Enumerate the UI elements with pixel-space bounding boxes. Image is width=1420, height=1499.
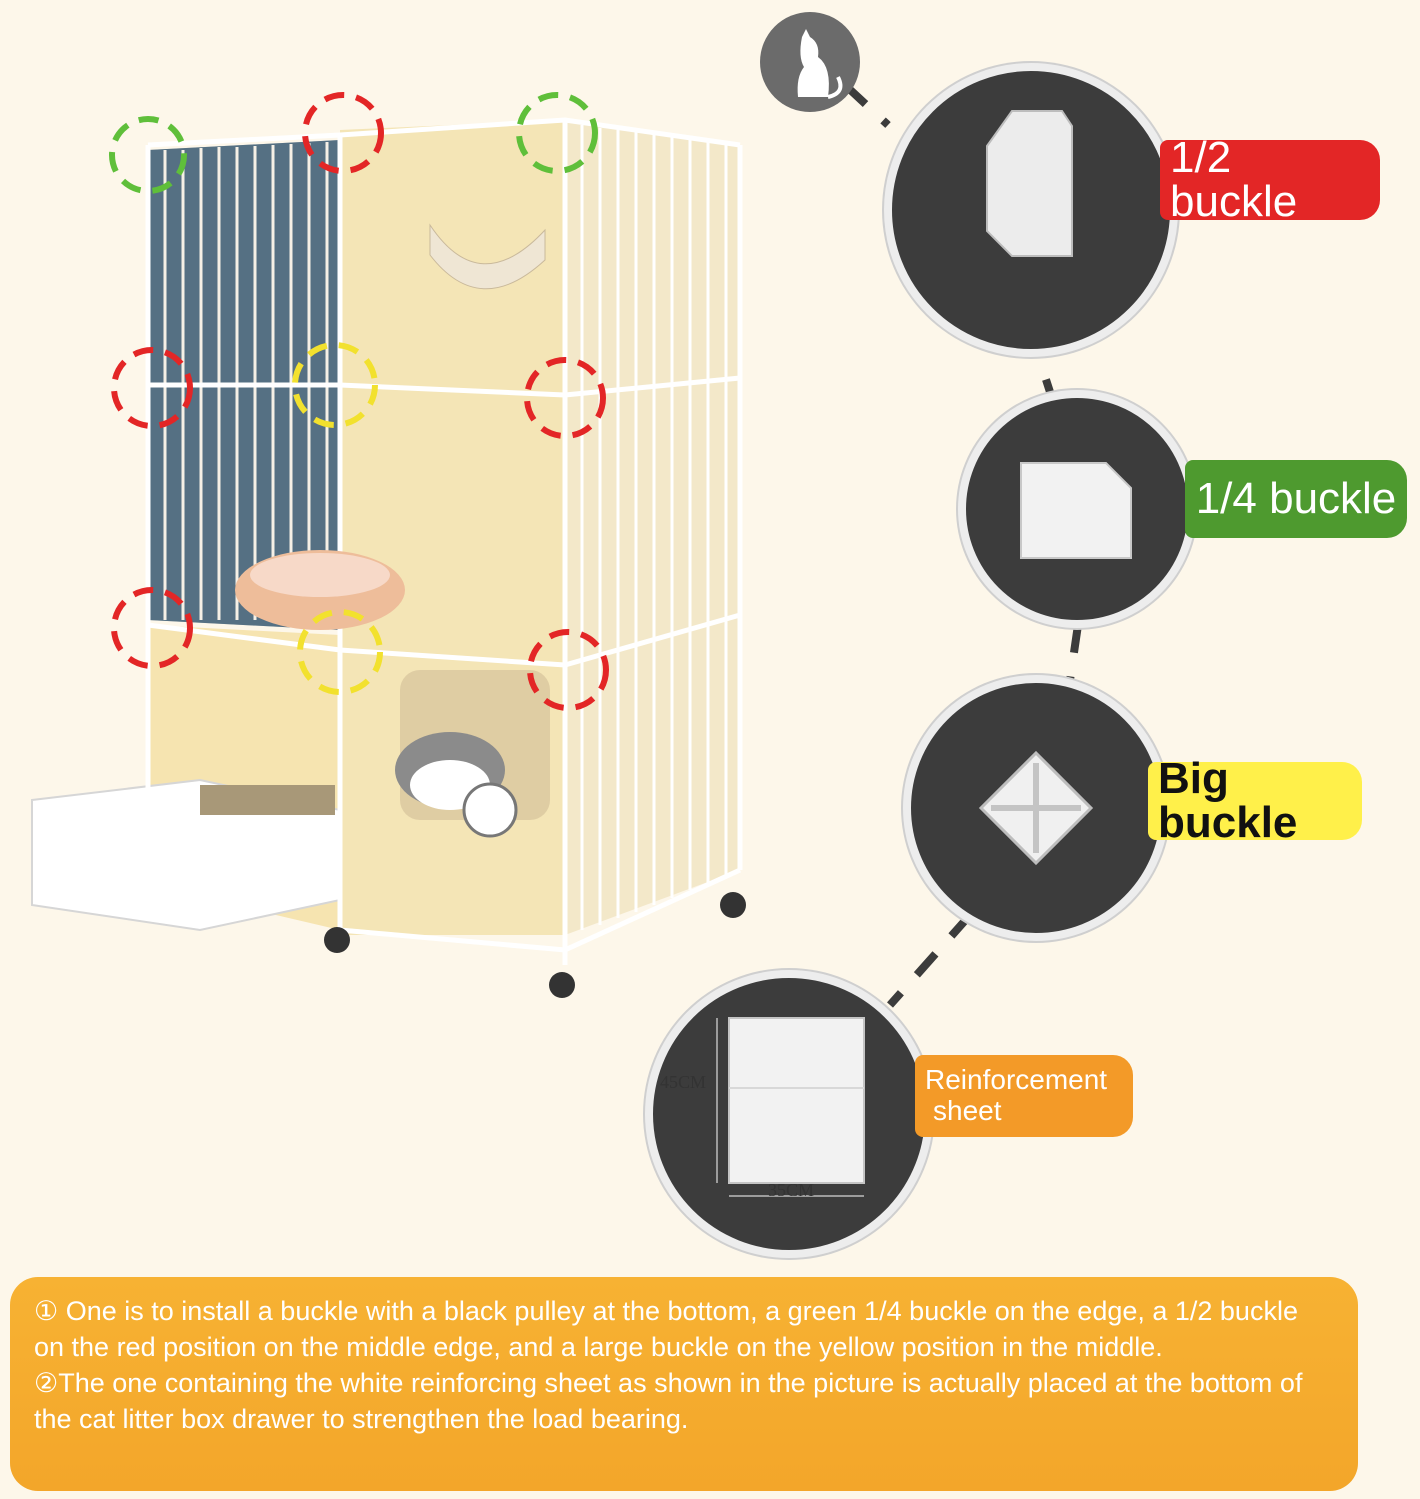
quarter-buckle-icon [1020, 462, 1132, 559]
width-dimension: 35CM [768, 1180, 815, 1200]
big-buckle-label: Big buckle [1148, 757, 1362, 845]
half-buckle-icon [986, 110, 1073, 257]
quarter-buckle-label: 1/4 buckle [1185, 460, 1407, 538]
reinforcement-sheet-icon [716, 1017, 865, 1197]
note-line-2: ②The one containing the white reinforcin… [34, 1368, 1303, 1434]
instruction-note: ① One is to install a buckle with a blac… [10, 1277, 1358, 1491]
half-buckle-label: 1/2 buckle [1160, 136, 1380, 224]
quarter-buckle-circle [958, 390, 1196, 628]
reinforcement-sheet-label: Reinforcement sheet [915, 1055, 1133, 1137]
cat-cage-illustration [31, 92, 746, 998]
big-buckle-circle [903, 675, 1169, 941]
cat-silhouette-icon [760, 12, 860, 112]
half-buckle-circle [884, 63, 1178, 357]
reinforcement-label-line1: Reinforcement [925, 1064, 1108, 1096]
big-buckle-icon [978, 750, 1094, 866]
reinforcement-label-line2: sheet [933, 1095, 1002, 1126]
height-dimension: 45CM [660, 1072, 707, 1092]
note-line-1: ① One is to install a buckle with a blac… [34, 1296, 1298, 1362]
reinforcement-sheet-circle [645, 970, 933, 1258]
